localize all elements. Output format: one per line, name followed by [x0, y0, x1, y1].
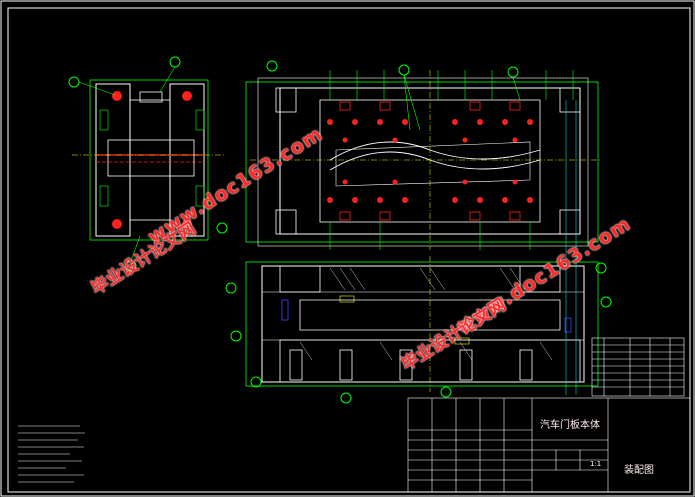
scale-label: 1:1 [590, 460, 602, 468]
front-section-view [225, 100, 612, 404]
drawing-name-label: 装配图 [624, 465, 654, 476]
technical-notes [18, 425, 85, 483]
parts-list [591, 337, 685, 397]
drawing-frame-inner [7, 7, 691, 493]
part-name-label: 汽车门板本体 [540, 420, 600, 431]
side-view [68, 56, 228, 272]
plan-view [245, 60, 600, 250]
title-block [407, 397, 691, 493]
